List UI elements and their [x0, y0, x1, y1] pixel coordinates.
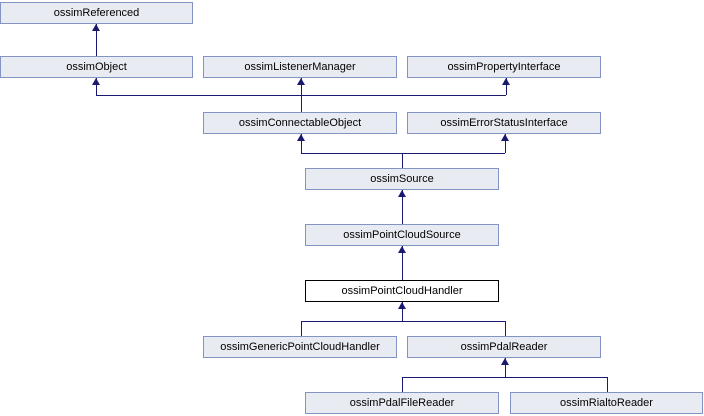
inheritance-edge-segment: [301, 321, 505, 322]
inheritance-arrowhead-icon: [297, 134, 305, 141]
inheritance-arrowhead-icon: [92, 78, 100, 85]
class-node-ossimConnectableObject[interactable]: ossimConnectableObject: [203, 112, 397, 134]
inheritance-arrowhead-icon: [501, 134, 509, 141]
class-node-ossimReferenced[interactable]: ossimReferenced: [0, 2, 193, 24]
inheritance-arrowhead-icon: [501, 358, 509, 365]
class-node-ossimSource[interactable]: ossimSource: [305, 168, 499, 190]
inheritance-edge-segment: [505, 134, 506, 153]
inheritance-edge-segment: [96, 95, 506, 96]
class-node-ossimPointCloudHandler[interactable]: ossimPointCloudHandler: [305, 280, 499, 302]
inheritance-edge-segment: [402, 153, 403, 168]
class-node-ossimPdalReader[interactable]: ossimPdalReader: [407, 336, 601, 358]
inheritance-edge-segment: [505, 358, 506, 377]
inheritance-edge-segment: [402, 377, 607, 378]
class-node-ossimGenericPointCloudHandler[interactable]: ossimGenericPointCloudHandler: [203, 336, 397, 358]
class-node-ossimListenerManager[interactable]: ossimListenerManager: [203, 56, 397, 78]
class-node-ossimPdalFileReader[interactable]: ossimPdalFileReader: [305, 392, 499, 414]
inheritance-edge-segment: [505, 321, 506, 336]
inheritance-edge-segment: [96, 24, 97, 56]
class-node-ossimPropertyInterface[interactable]: ossimPropertyInterface: [407, 56, 601, 78]
inheritance-edge-segment: [301, 321, 302, 336]
inheritance-edge-segment: [506, 78, 507, 95]
inheritance-arrowhead-icon: [297, 78, 305, 85]
class-node-ossimPointCloudSource[interactable]: ossimPointCloudSource: [305, 224, 499, 246]
inheritance-arrowhead-icon: [398, 246, 406, 253]
inheritance-arrowhead-icon: [398, 190, 406, 197]
class-node-ossimErrorStatusInterface[interactable]: ossimErrorStatusInterface: [407, 112, 601, 134]
inheritance-edge-segment: [402, 377, 403, 392]
class-node-ossimRialtoReader[interactable]: ossimRialtoReader: [510, 392, 703, 414]
inheritance-edge-segment: [402, 302, 403, 321]
inheritance-edge-segment: [301, 153, 505, 154]
inheritance-edge-segment: [402, 246, 403, 280]
inheritance-arrowhead-icon: [502, 78, 510, 85]
inheritance-arrowhead-icon: [398, 302, 406, 309]
inheritance-edge-segment: [402, 190, 403, 224]
inheritance-edge-segment: [607, 377, 608, 392]
inheritance-arrowhead-icon: [92, 24, 100, 31]
inheritance-edge-segment: [301, 134, 302, 153]
class-node-ossimObject[interactable]: ossimObject: [0, 56, 193, 78]
inheritance-edge-segment: [96, 78, 97, 95]
